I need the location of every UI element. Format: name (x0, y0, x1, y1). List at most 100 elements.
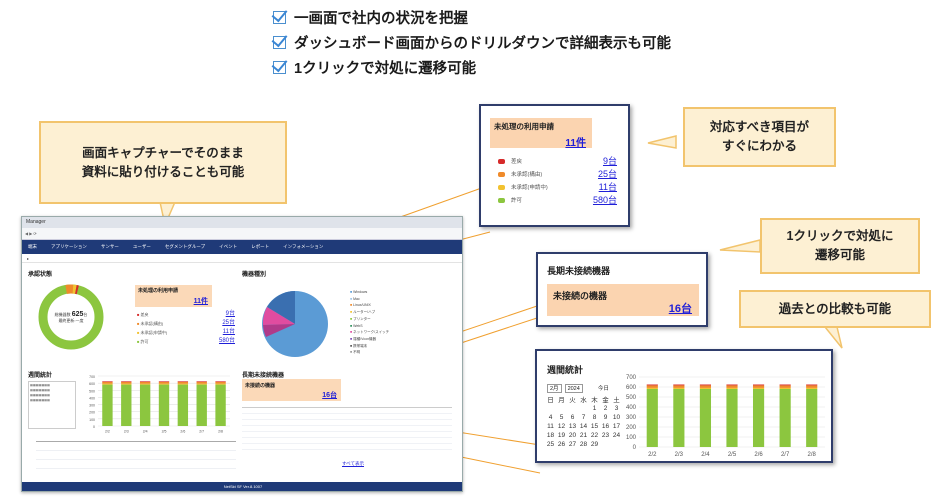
bar-segment (726, 384, 738, 386)
bar-segment (139, 381, 151, 382)
bar-segment (121, 384, 132, 426)
nav-item[interactable]: アプリケーション (51, 244, 87, 249)
x-tick-label: 2/5 (728, 452, 737, 458)
pending-requests-header[interactable]: 未処理の利用申請 11件 (490, 118, 592, 149)
bar-segment (646, 387, 658, 389)
weekly-title: 週間統計 (547, 365, 584, 375)
nav-item[interactable]: レポート (251, 244, 270, 249)
nav-item[interactable]: サンサー (100, 244, 119, 249)
bar-segment (177, 381, 189, 382)
mini-calendar[interactable]: ▦▦▦▦▦▦▦▦▦▦▦▦▦▦▦▦▦▦▦▦▦▦▦▦▦▦▦▦ (28, 381, 76, 429)
mini-stats-table (36, 441, 236, 477)
today-button[interactable]: 今日 (597, 386, 609, 392)
x-tick-label: 2/8 (808, 452, 817, 458)
bar-segment (215, 384, 226, 426)
headline-3: 1クリックで対処に遷移可能 (271, 55, 671, 78)
bar-segment (699, 385, 712, 388)
device-type-pie (262, 291, 328, 357)
y-tick-label: 300 (626, 415, 637, 421)
unconnected-count-link[interactable]: 16台 (668, 303, 692, 315)
y-tick-label: 700 (89, 375, 95, 379)
bar-segment (752, 389, 765, 447)
bar-segment (673, 387, 685, 389)
bar-segment (646, 385, 658, 388)
status-dot (498, 171, 505, 177)
dashboard-screenshot: Manager ◀ ▶ ⟳ 端末 アプリケーション サンサー ユーザー セグメン… (21, 216, 463, 492)
device-type-title: 機器種別 (242, 272, 267, 278)
bar-segment (699, 387, 712, 389)
donut-center: 総機器数 625台 最終更新:一度 (54, 311, 88, 323)
bar-segment (102, 381, 113, 382)
bar-segment (139, 384, 151, 426)
mini-total-link[interactable]: 11件 (193, 298, 208, 305)
headline-list: 一画面で社内の状況を把握 ダッシュボード画面からのドリルダウンで詳細表示も可能 … (271, 5, 671, 78)
mini-unconnected-box[interactable]: 未接続の機器 16台 (242, 379, 341, 401)
callout-oneclick: 1クリックで対処に 遷移可能 (760, 218, 920, 274)
y-tick-label: 500 (626, 395, 637, 401)
bar-segment (726, 387, 738, 389)
bar-segment (158, 381, 170, 382)
bar-segment (699, 389, 712, 447)
nav-item[interactable]: 端末 (28, 244, 37, 249)
mini-pending-box[interactable]: 未処理の利用申請 11件 (135, 285, 212, 307)
x-tick-label: 2/4 (701, 452, 710, 458)
x-tick-label: 2/2 (105, 430, 110, 434)
breadcrumb: ▸ (22, 254, 462, 263)
status-dot (498, 158, 505, 164)
bar-segment (177, 383, 189, 385)
bar-segment (196, 382, 207, 384)
bar-segment (102, 384, 113, 426)
bar-segment (158, 384, 170, 426)
bar-segment (726, 385, 738, 388)
unconnected-box[interactable]: 未接続の機器 16台 (547, 284, 699, 316)
browser-tab: Manager (22, 217, 462, 228)
bar-segment (215, 383, 226, 385)
bar-segment (699, 384, 712, 386)
bar-segment (121, 381, 132, 382)
headline-2: ダッシュボード画面からのドリルダウンで詳細表示も可能 (271, 30, 671, 53)
nav-item[interactable]: ユーザー (132, 244, 151, 249)
bar-segment (646, 384, 658, 386)
bar-segment (102, 382, 113, 384)
bar-segment (196, 383, 207, 385)
mini-device-table (242, 407, 452, 453)
y-tick-label: 400 (89, 396, 95, 400)
y-tick-label: 300 (89, 404, 95, 408)
bar-segment (196, 381, 207, 382)
y-tick-label: 500 (89, 389, 95, 393)
bar-segment (806, 389, 818, 447)
browser-url-bar: ◀ ▶ ⟳ (22, 228, 462, 240)
pending-value-link[interactable]: 580台 (592, 195, 617, 205)
y-tick-label: 200 (89, 411, 95, 415)
pending-value-link[interactable]: 25台 (597, 169, 617, 179)
bar-segment (215, 382, 226, 384)
year-select[interactable]: 2024 (564, 384, 583, 393)
bar-segment (752, 384, 765, 386)
x-tick-label: 2/4 (143, 430, 148, 434)
device-type-legend: ■ Windows ■ Mac ■ Linux/UNIX ■ ルーター/ハブ ■… (350, 290, 390, 355)
bar-segment (806, 384, 818, 386)
bar-segment (177, 384, 189, 426)
callout-compare: 過去との比較も可能 (739, 290, 931, 328)
bar-segment (726, 389, 738, 447)
check-icon (271, 30, 290, 51)
show-all-link[interactable]: すべて表示 (342, 461, 365, 466)
nav-item[interactable]: イベント (219, 244, 238, 249)
pending-value-link[interactable]: 11台 (598, 182, 617, 192)
bar-segment (779, 385, 791, 388)
mini-unconnected-link[interactable]: 16台 (322, 392, 337, 399)
pending-value-link[interactable]: 9台 (602, 156, 617, 166)
mini-weekly-title: 週間統計 (28, 373, 53, 379)
bar-segment (215, 381, 226, 382)
pending-total-link[interactable]: 11件 (565, 138, 586, 149)
x-tick-label: 2/3 (124, 430, 129, 434)
month-select[interactable]: 2月 (547, 384, 562, 393)
nav-item[interactable]: インフォメーション (283, 244, 324, 249)
approval-donut (38, 284, 104, 350)
nav-item[interactable]: セグメントグループ (164, 244, 206, 249)
bar-segment (752, 385, 765, 388)
